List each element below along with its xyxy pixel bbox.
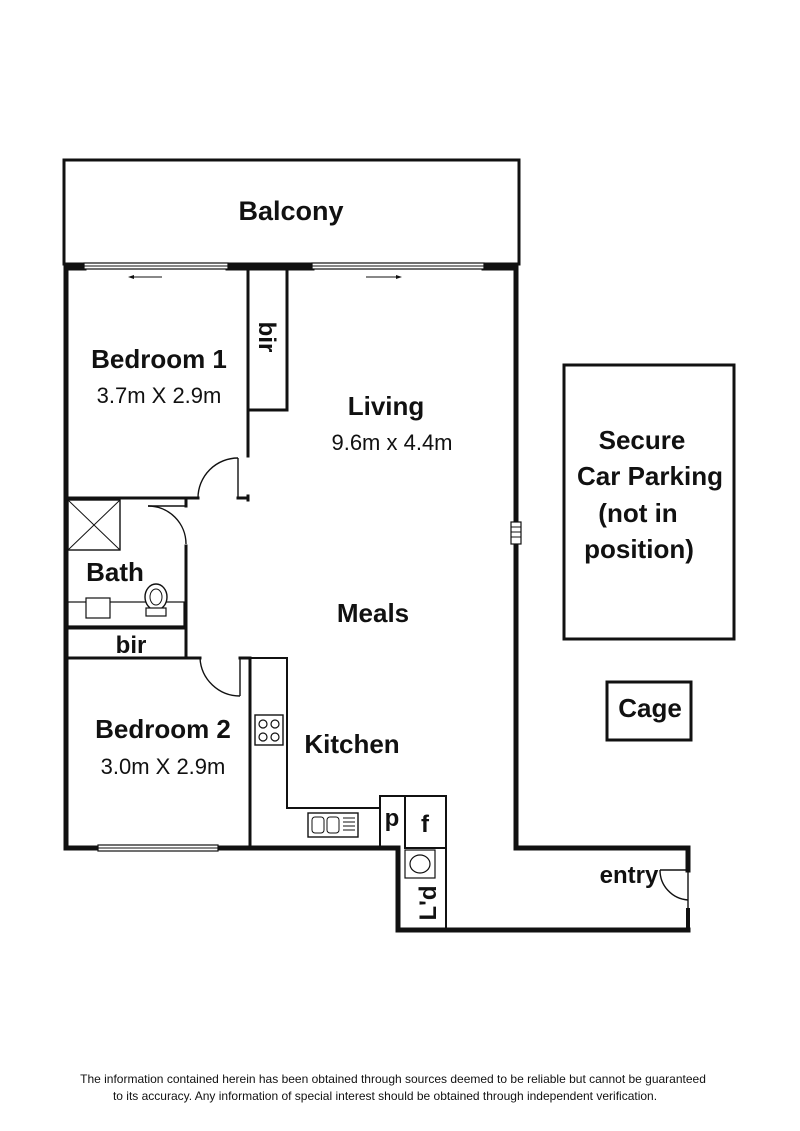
laundry-label: L'd (415, 885, 442, 920)
cage-label: Cage (618, 693, 682, 723)
entry-label: entry (600, 862, 659, 889)
meals-label: Meals (337, 598, 409, 628)
door-bedroom2 (199, 657, 241, 697)
cooktop-icon (254, 714, 284, 746)
door-entry (659, 869, 689, 910)
door-bedroom1 (197, 457, 239, 499)
toilet-icon (144, 583, 168, 617)
parking-line4: position) (584, 534, 694, 564)
washing-machine-icon (404, 849, 436, 879)
bir-mid-label: bir (116, 632, 147, 659)
pantry-label: p (385, 805, 400, 832)
bath-label: Bath (86, 557, 144, 587)
vent-living (510, 521, 522, 545)
disclaimer-line1: The information contained herein has bee… (80, 1072, 706, 1086)
bedroom2-label: Bedroom 2 (95, 714, 231, 744)
bedroom1-size: 3.7m X 2.9m (97, 383, 222, 408)
parking-line1: Secure (599, 425, 686, 455)
interior-walls (64, 266, 447, 931)
balcony (62, 158, 521, 266)
living-label: Living (348, 391, 425, 421)
disclaimer-line2: to its accuracy. Any information of spec… (112, 1089, 658, 1103)
sliding-door-living (311, 262, 485, 279)
shower-icon (67, 499, 121, 551)
bedroom2-size: 3.0m X 2.9m (101, 754, 226, 779)
sink-icon (307, 812, 359, 838)
sliding-door-bedroom1 (83, 262, 229, 279)
bedroom1-label: Bedroom 1 (91, 344, 227, 374)
cage-area (605, 680, 693, 742)
kitchen-label: Kitchen (304, 729, 399, 759)
fridge-label: f (421, 811, 430, 838)
parking-line3: (not in (598, 498, 677, 528)
living-size: 9.6m x 4.4m (331, 430, 452, 455)
car-parking-area (562, 363, 736, 641)
door-bath (147, 505, 187, 545)
window-bedroom2 (97, 844, 219, 852)
parking-line2: Car Parking (577, 461, 723, 491)
balcony-label: Balcony (238, 196, 343, 226)
bir-top-label: bir (253, 322, 280, 353)
disclaimer: The information contained herein has bee… (0, 1071, 800, 1105)
